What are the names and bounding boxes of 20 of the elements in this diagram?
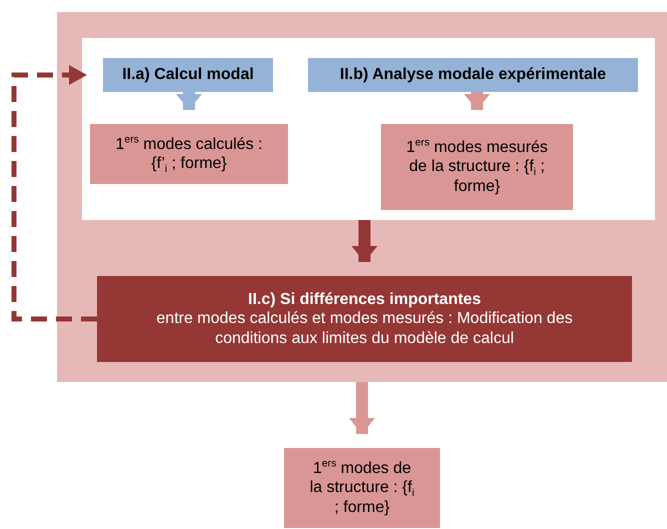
box-text: 1$^{ers}$ modes calculés : {f’$_{i}$ ; forme} [114, 134, 264, 174]
group-band [57, 12, 667, 382]
box-text: II.b) Analyse modale expérimentale [340, 65, 606, 85]
decision-box [97, 276, 632, 362]
result-box [90, 124, 288, 184]
flow-arrow [352, 220, 378, 262]
flow-arrow [176, 92, 202, 110]
box-text: entre modes calculés et modes mesurés : Modification des conditions aux limites du modèle de calcul [155, 309, 574, 348]
feedback-arrow [12, 65, 97, 322]
result-box [284, 448, 440, 528]
box-text: 1$^{ers}$ modes mesurés de la structure : {f$_{i}$ ; forme} [406, 138, 548, 196]
group-panel [82, 38, 655, 220]
flow-arrow [464, 92, 490, 110]
result-box [381, 124, 573, 210]
flow-arrow [349, 382, 375, 434]
box-text: 1$^{ers}$ modes de la structure : {f$_{i}$ ; forme} [308, 459, 416, 517]
box-text: II.a) Calcul modal [122, 65, 254, 85]
box-heading: II.c) Si différences importantes [248, 290, 481, 310]
step-box [103, 58, 273, 92]
step-box [308, 58, 638, 92]
